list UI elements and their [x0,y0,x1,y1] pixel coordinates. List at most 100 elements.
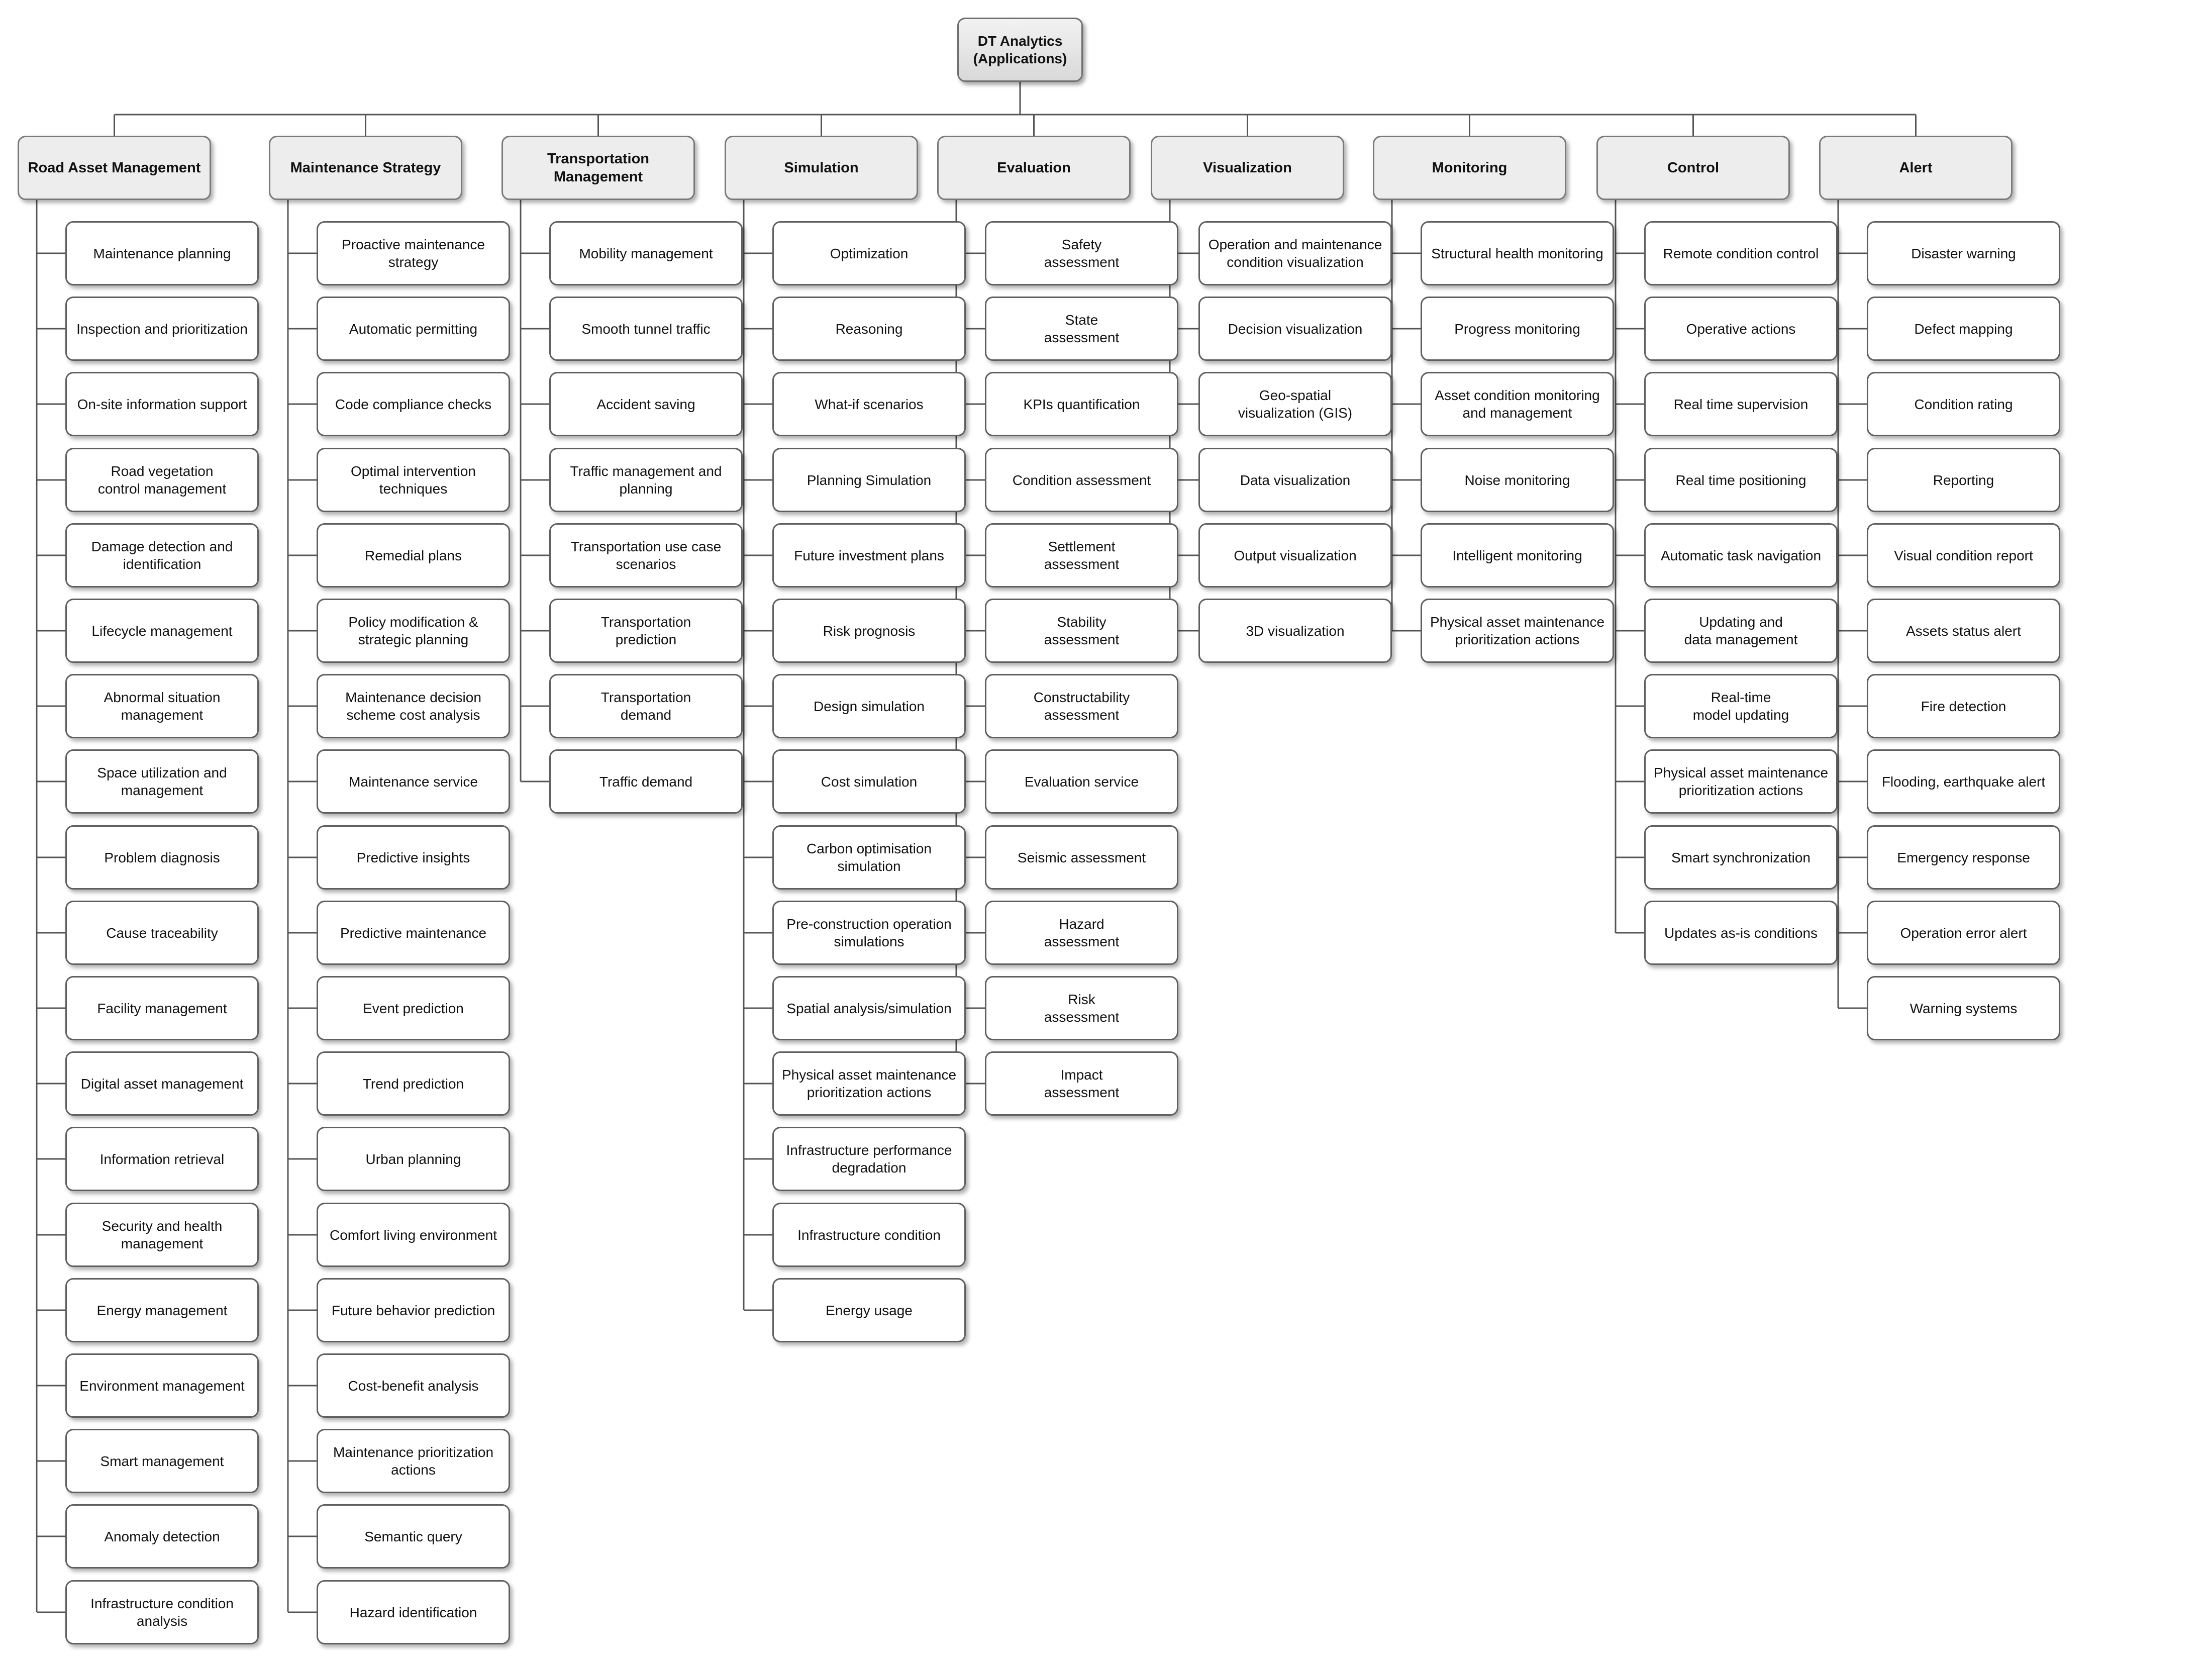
item-hazard-assessment: Hazard assessment [985,901,1178,965]
item-operation-error-alert: Operation error alert [1867,901,2060,965]
item-updates-as-is-conditions: Updates as-is conditions [1644,901,1838,965]
category-visualization: Visualization [1151,136,1344,200]
item-data-visualization: Data visualization [1198,448,1392,512]
item-urban-planning: Urban planning [317,1127,510,1191]
item-energy-usage: Energy usage [772,1278,966,1342]
category-simulation: Simulation [725,136,918,200]
item-mobility-management: Mobility management [549,221,743,285]
item-progress-monitoring: Progress monitoring [1421,297,1614,361]
item-event-prediction: Event prediction [317,976,510,1040]
item-on-site-information-support: On-site information support [65,372,259,436]
item-smooth-tunnel-traffic: Smooth tunnel traffic [549,297,743,361]
item-planning-simulation: Planning Simulation [772,448,966,512]
item-flooding-earthquake-alert: Flooding, earthquake alert [1867,749,2060,814]
item-state-assessment: State assessment [985,297,1178,361]
item-maintenance-decision-scheme-cost-analysis: Maintenance decision scheme cost analysi… [317,674,510,738]
item-damage-detection-and-identification: Damage detection and identification [65,523,259,588]
item-operation-and-maintenance-condition-visualization: Operation and maintenance condition visu… [1198,221,1392,285]
item-real-time-model-updating: Real-time model updating [1644,674,1838,738]
item-transportation-demand: Transportation demand [549,674,743,738]
item-decision-visualization: Decision visualization [1198,297,1392,361]
item-safety-assessment: Safety assessment [985,221,1178,285]
item-future-investment-plans: Future investment plans [772,523,966,588]
item-physical-asset-maintenance-prioritization-actions: Physical asset maintenance prioritizatio… [1644,749,1838,814]
item-pre-construction-operation-simulations: Pre-construction operation simulations [772,901,966,965]
item-visual-condition-report: Visual condition report [1867,523,2060,588]
item-condition-assessment: Condition assessment [985,448,1178,512]
item-cause-traceability: Cause traceability [65,901,259,965]
item-automatic-task-navigation: Automatic task navigation [1644,523,1838,588]
item-kpis-quantification: KPIs quantification [985,372,1178,436]
item-real-time-supervision: Real time supervision [1644,372,1838,436]
item-design-simulation: Design simulation [772,674,966,738]
item-energy-management: Energy management [65,1278,259,1342]
category-alert: Alert [1819,136,2013,200]
item-facility-management: Facility management [65,976,259,1040]
item-warning-systems: Warning systems [1867,976,2060,1040]
item-information-retrieval: Information retrieval [65,1127,259,1191]
item-physical-asset-maintenance-prioritization-actions: Physical asset maintenance prioritizatio… [1421,599,1614,663]
item-condition-rating: Condition rating [1867,372,2060,436]
item-reasoning: Reasoning [772,297,966,361]
item-digital-asset-management: Digital asset management [65,1051,259,1116]
item-carbon-optimisation-simulation: Carbon optimisation simulation [772,825,966,890]
item-environment-management: Environment management [65,1353,259,1418]
item-settlement-assessment: Settlement assessment [985,523,1178,588]
item-3d-visualization: 3D visualization [1198,599,1392,663]
item-impact-assessment: Impact assessment [985,1051,1178,1116]
item-emergency-response: Emergency response [1867,825,2060,890]
item-anomaly-detection: Anomaly detection [65,1504,259,1569]
item-road-vegetation-control-management: Road vegetation control management [65,448,259,512]
item-remedial-plans: Remedial plans [317,523,510,588]
root-node: DT Analytics (Applications) [957,18,1083,82]
item-space-utilization-and-management: Space utilization and management [65,749,259,814]
item-spatial-analysis-simulation: Spatial analysis/simulation [772,976,966,1040]
item-intelligent-monitoring: Intelligent monitoring [1421,523,1614,588]
item-comfort-living-environment: Comfort living environment [317,1203,510,1267]
item-constructability-assessment: Constructability assessment [985,674,1178,738]
item-cost-simulation: Cost simulation [772,749,966,814]
item-structural-health-monitoring: Structural health monitoring [1421,221,1614,285]
item-predictive-maintenance: Predictive maintenance [317,901,510,965]
item-trend-prediction: Trend prediction [317,1051,510,1116]
item-infrastructure-condition: Infrastructure condition [772,1203,966,1267]
category-evaluation: Evaluation [937,136,1131,200]
item-maintenance-planning: Maintenance planning [65,221,259,285]
item-lifecycle-management: Lifecycle management [65,599,259,663]
item-hazard-identification: Hazard identification [317,1580,510,1644]
item-future-behavior-prediction: Future behavior prediction [317,1278,510,1342]
item-remote-condition-control: Remote condition control [1644,221,1838,285]
item-inspection-and-prioritization: Inspection and prioritization [65,297,259,361]
item-risk-prognosis: Risk prognosis [772,599,966,663]
item-automatic-permitting: Automatic permitting [317,297,510,361]
category-transportation-management: Transportation Management [501,136,695,200]
item-semantic-query: Semantic query [317,1504,510,1569]
item-evaluation-service: Evaluation service [985,749,1178,814]
item-transportation-use-case-scenarios: Transportation use case scenarios [549,523,743,588]
item-accident-saving: Accident saving [549,372,743,436]
item-abnormal-situation-management: Abnormal situation management [65,674,259,738]
item-updating-and-data-management: Updating and data management [1644,599,1838,663]
item-optimization: Optimization [772,221,966,285]
item-what-if-scenarios: What-if scenarios [772,372,966,436]
item-security-and-health-management: Security and health management [65,1203,259,1267]
item-maintenance-service: Maintenance service [317,749,510,814]
item-fire-detection: Fire detection [1867,674,2060,738]
item-infrastructure-condition-analysis: Infrastructure condition analysis [65,1580,259,1644]
item-defect-mapping: Defect mapping [1867,297,2060,361]
item-disaster-warning: Disaster warning [1867,221,2060,285]
item-seismic-assessment: Seismic assessment [985,825,1178,890]
item-traffic-demand: Traffic demand [549,749,743,814]
item-physical-asset-maintenance-prioritization-actions: Physical asset maintenance prioritizatio… [772,1051,966,1116]
item-noise-monitoring: Noise monitoring [1421,448,1614,512]
item-infrastructure-performance-degradation: Infrastructure performance degradation [772,1127,966,1191]
item-operative-actions: Operative actions [1644,297,1838,361]
item-geo-spatial-visualization-gis: Geo-spatial visualization (GIS) [1198,372,1392,436]
item-policy-modification-strategic-planning: Policy modification & strategic planning [317,599,510,663]
item-real-time-positioning: Real time positioning [1644,448,1838,512]
item-smart-management: Smart management [65,1429,259,1493]
item-smart-synchronization: Smart synchronization [1644,825,1838,890]
item-risk-assessment: Risk assessment [985,976,1178,1040]
category-road-asset-management: Road Asset Management [18,136,211,200]
